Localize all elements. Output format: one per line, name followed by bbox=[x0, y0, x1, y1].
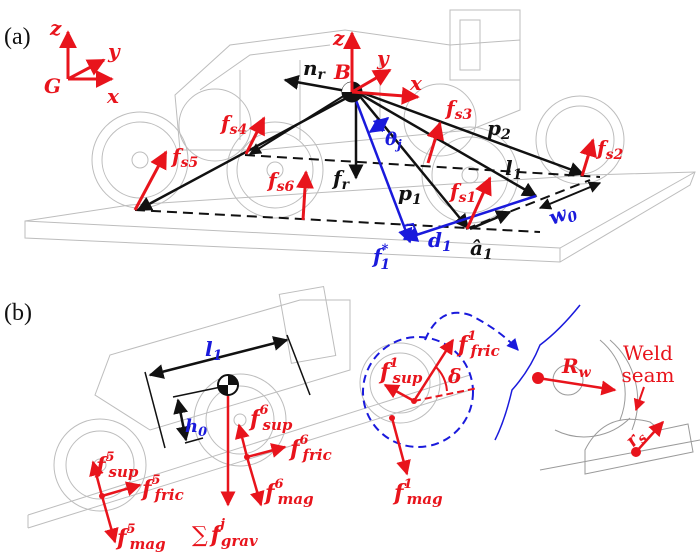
body-origin-label: B bbox=[333, 60, 351, 84]
delta-label: δ bbox=[447, 364, 461, 388]
fs3-label: fs3 bbox=[444, 96, 472, 123]
global-x-label: x bbox=[106, 84, 120, 108]
f1-star-label: f*1 bbox=[371, 242, 390, 273]
robot-sketch-b bbox=[27, 285, 700, 529]
support-forces-a bbox=[133, 116, 597, 230]
position-vectors bbox=[136, 74, 602, 231]
panel-b-label: (b) bbox=[4, 300, 32, 326]
l1-label-b: l1 bbox=[205, 337, 222, 364]
d1-label: d1 bbox=[428, 228, 452, 255]
fs6-label: fs6 bbox=[266, 168, 294, 195]
body-y-label: y bbox=[376, 46, 390, 70]
rw-label: Rw bbox=[561, 354, 592, 381]
dimensions-b: l1 h0 bbox=[144, 334, 311, 449]
fs1-label: fs1 bbox=[448, 179, 476, 206]
blue-vectors bbox=[352, 94, 537, 244]
robot-sketch-a bbox=[91, 9, 625, 224]
fs2-label: fs2 bbox=[595, 136, 623, 163]
panel-a-label: (a) bbox=[4, 24, 31, 50]
theta-j-label: θj bbox=[385, 129, 402, 153]
weld-seam-line2: seam bbox=[622, 363, 675, 387]
fs4-label: fs4 bbox=[219, 111, 247, 138]
plate-sketch bbox=[24, 171, 696, 263]
a1-label: â1 bbox=[470, 236, 493, 263]
weld-seam-line1: Weld bbox=[623, 341, 673, 365]
h0-label: h0 bbox=[185, 416, 207, 440]
global-origin-label: G bbox=[44, 74, 61, 98]
rs-label: rs bbox=[622, 424, 651, 453]
global-y-label: y bbox=[107, 39, 121, 63]
n-r-label: nr bbox=[303, 56, 327, 83]
labels-a: nr fr p1 p2 l1 â1 d1 f*1 θj w0 fs1 fs2 f… bbox=[170, 56, 623, 273]
p1-label: p1 bbox=[398, 181, 422, 208]
f-r-label: fr bbox=[331, 166, 351, 193]
global-frame: z y x G bbox=[44, 16, 121, 108]
fs5-label: fs5 bbox=[170, 144, 198, 171]
body-x-label: x bbox=[409, 71, 423, 95]
p2-label: p2 bbox=[487, 116, 511, 143]
l1-label-a: l1 bbox=[505, 156, 522, 183]
body-frame: z y x B bbox=[332, 26, 423, 105]
body-z-label: z bbox=[332, 26, 345, 50]
magnified-wheel: Rw rs Weld seam bbox=[494, 304, 675, 457]
global-z-label: z bbox=[49, 16, 62, 40]
